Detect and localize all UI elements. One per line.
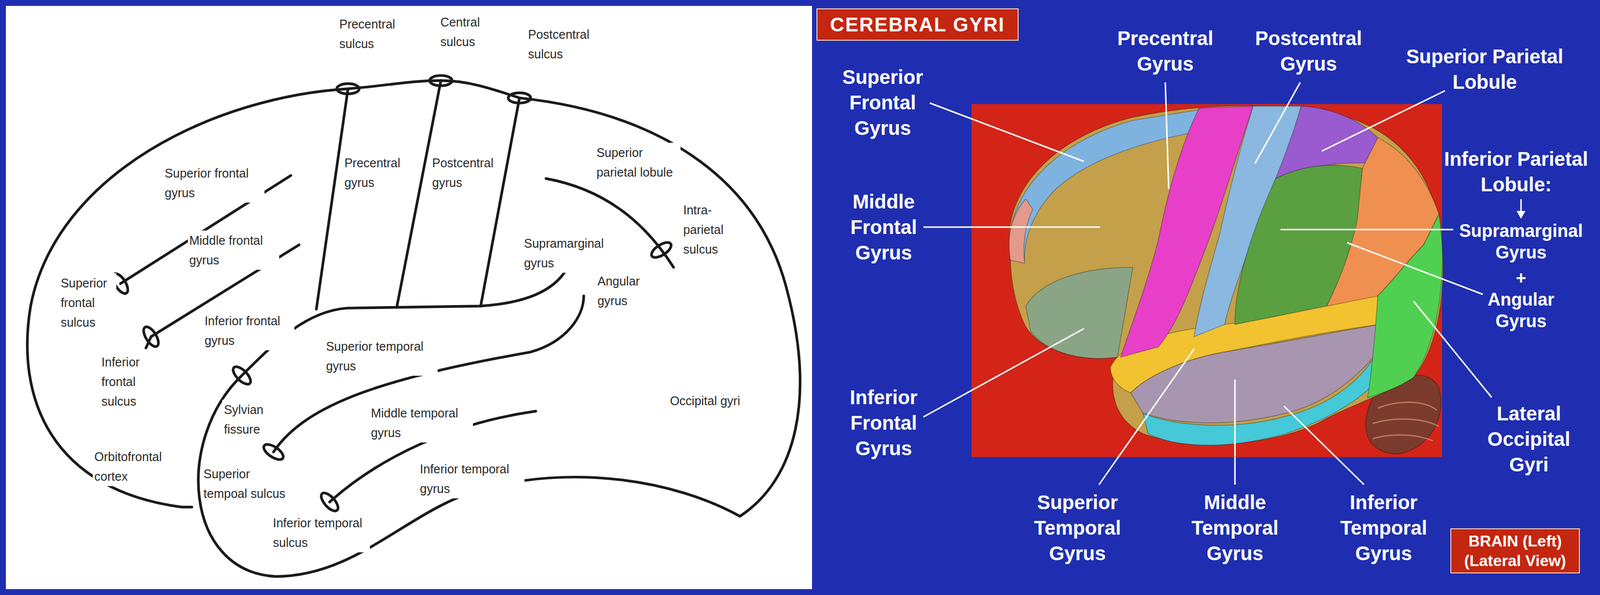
gyrus-label: Angular gyrus (596, 271, 654, 311)
gyrus-label: Occipital gyri (668, 391, 742, 411)
inferior-frontal-region (1025, 267, 1133, 359)
leader-line (1165, 82, 1169, 189)
leader-line (923, 226, 1101, 229)
leader-line (1321, 90, 1445, 152)
white-panel (5, 5, 813, 590)
gyrus-label: Supramarginal Gyrus (1459, 220, 1583, 264)
gyrus-label: Middle Frontal Gyrus (850, 188, 918, 266)
gyrus-label: Superior frontal gyrus (163, 163, 265, 203)
sulcus-line (480, 98, 520, 307)
sulcus-line (396, 80, 441, 307)
gyrus-label: Postcentral gyrus (430, 153, 500, 193)
gyrus-label: Inferior temporal gyrus (418, 459, 525, 499)
plus-sign: + (1515, 267, 1526, 289)
sulcus-label: Inferior temporal sulcus (271, 513, 370, 553)
leader-line (1347, 242, 1483, 295)
sulcus-marker (140, 324, 162, 349)
gyrus-label: Inferior frontal gyrus (203, 311, 295, 351)
title-text: CEREBRAL GYRI (830, 13, 1005, 36)
sulcus-label: Postcentral sulcus (526, 24, 604, 64)
arrow-head (1516, 210, 1526, 219)
inferior-temporal-region (1143, 352, 1389, 446)
drawings (27, 75, 1443, 577)
title-box: CEREBRAL GYRI (816, 8, 1019, 41)
sulcus-line (316, 88, 348, 310)
leader-line (1099, 348, 1195, 485)
sulcus-label: Intra- parietal sulcus (681, 200, 734, 260)
schematic-brain (27, 75, 801, 577)
sulcus-line (273, 295, 584, 452)
gyrus-label: Inferior Temporal Gyrus (1339, 489, 1427, 567)
down-arrow (1520, 199, 1522, 212)
sulcus-label: Superior tempoal sulcus (202, 464, 293, 504)
leader-line (1413, 301, 1492, 398)
sulcus-marker (261, 441, 287, 463)
temporal-outline (198, 263, 740, 578)
gyrus-label: Supramarginal gyrus (522, 233, 617, 273)
frontal-pole-region (1009, 199, 1033, 264)
leader-line (1234, 379, 1236, 485)
lateral-occipital-region (1367, 214, 1443, 398)
brain-outline (27, 80, 801, 517)
leader-line (923, 328, 1084, 418)
lobule-label: Superior Parietal Lobule (1401, 43, 1569, 95)
leader-line (1280, 229, 1454, 231)
sulcus-marker (230, 364, 254, 388)
cerebellum-folia (1372, 402, 1440, 442)
sulcus-marker (649, 239, 674, 261)
leader-line (1284, 406, 1364, 485)
leader-line (1255, 82, 1301, 164)
fissure-label: Sylvian fissure (222, 399, 277, 440)
gyrus-label: Inferior Frontal Gyrus (849, 384, 918, 462)
sulcus-marker (336, 83, 360, 95)
gyrus-label: Middle temporal gyrus (369, 403, 473, 443)
caption-box: BRAIN (Left) (Lateral View) (1450, 528, 1580, 574)
gyrus-label: Angular Gyrus (1487, 288, 1555, 333)
lobule-label: Inferior Parietal Lobule: (1437, 146, 1595, 198)
lobule-label: Superior parietal lobule (595, 142, 681, 183)
sulcus-label: Superior frontal sulcus (59, 273, 117, 333)
gyrus-label: Lateral Occipital Gyri (1487, 400, 1571, 478)
gyrus-label: Middle Temporal Gyrus (1191, 489, 1279, 567)
middle-frontal-region (1009, 105, 1443, 445)
gyrus-label: Precentral Gyrus (1117, 25, 1214, 77)
leader-lines (923, 82, 1522, 485)
leader-line (929, 103, 1084, 162)
sulcus-label: Precentral sulcus (337, 14, 407, 54)
sulcus-marker (318, 490, 341, 514)
gyrus-label: Precentral gyrus (342, 153, 408, 193)
gyrus-label: Postcentral Gyrus (1255, 25, 1363, 77)
gyrus-label: Superior temporal gyrus (324, 336, 438, 376)
sulcus-label: Inferior frontal sulcus (100, 352, 153, 412)
leader-line (145, 336, 151, 348)
sulcus-label: Central sulcus (438, 12, 491, 52)
sulcus-marker (508, 92, 531, 104)
cortex-label: Orbitofrontal cortex (92, 446, 175, 487)
caption-text: BRAIN (Left) (Lateral View) (1458, 531, 1573, 571)
gyrus-label: Superior Frontal Gyrus (842, 64, 923, 141)
gyrus-label: Middle frontal gyrus (187, 230, 280, 270)
gyrus-label: Superior Temporal Gyrus (1033, 489, 1121, 567)
sulcus-marker (429, 75, 453, 86)
